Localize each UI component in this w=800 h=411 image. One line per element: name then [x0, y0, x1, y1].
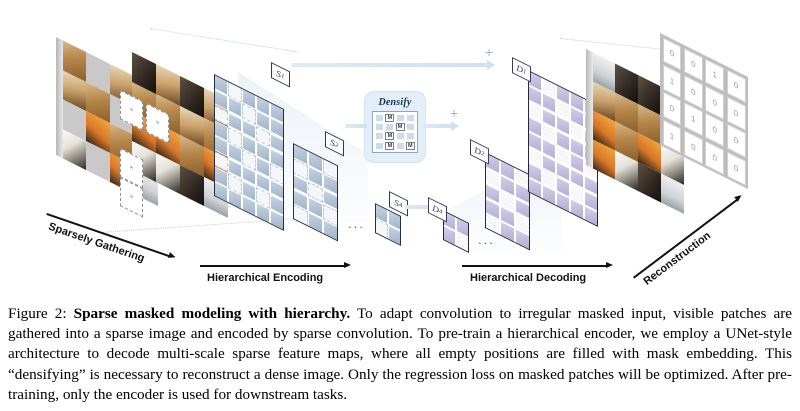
tag-sub: 1: [523, 67, 527, 76]
densify-feature-cell: [395, 141, 405, 150]
tag-sub: 4: [399, 200, 403, 210]
removed-patch-placeholder: ×: [146, 103, 169, 144]
tag-sub: 1: [281, 71, 285, 81]
densify-feature-cell: [395, 114, 405, 122]
skip-connection-arrow-1-head: [487, 60, 495, 70]
densify-feature-cell: [395, 132, 405, 141]
axis-reconstruction-label: Reconstruction: [641, 229, 714, 288]
densify-feature-cell: [385, 123, 395, 132]
tag-text: D: [432, 202, 440, 216]
densify-label: Densify: [378, 97, 412, 108]
caption-title: Sparse masked modeling with hierarchy.: [73, 305, 351, 322]
dense-feature-map-d2: [485, 152, 530, 251]
axis-hierarchical-encoding-label: Hierarchical Encoding: [207, 272, 324, 284]
tag-text: D: [474, 144, 482, 158]
removed-patch-placeholder: ×: [120, 90, 143, 131]
removed-patch-placeholder: ×: [120, 177, 143, 218]
figure-caption: Figure 2: Sparse masked modeling with hi…: [8, 304, 792, 405]
densify-mask-cell: M: [385, 132, 395, 141]
tag-sub: 4: [439, 207, 443, 216]
skip-plus-symbol-2: +: [450, 105, 459, 121]
axis-hierarchical-decoding-label: Hierarchical Decoding: [470, 272, 587, 284]
skip-plus-symbol-1: +: [485, 44, 494, 60]
caption-number: Figure 2:: [8, 305, 67, 322]
sparse-feature-map-s2: [293, 143, 338, 242]
reconstructed-image-side-face: [586, 49, 593, 169]
caption-body: To adapt convolution to irregular masked…: [8, 305, 792, 403]
densify-mask-cell: M: [385, 141, 395, 150]
densify-feature-cell: [375, 114, 385, 122]
densify-mask-cell: M: [385, 114, 395, 122]
tag-sub: 2: [335, 140, 339, 150]
skip-connection-arrow-3: [405, 205, 441, 209]
decoder-ellipsis: ...: [478, 232, 495, 247]
sparse-feature-map-s1: [214, 74, 284, 231]
masked-input-side-face: [56, 37, 63, 159]
densify-feature-cell: [375, 141, 385, 150]
skip-connection-arrow-2-head: [451, 121, 459, 131]
tag-text: D: [516, 62, 524, 76]
skip-connection-arrow-1: [292, 63, 488, 67]
perspective-guide-top-left: [149, 28, 299, 53]
densify-feature-cell: [405, 123, 415, 132]
densify-feature-cell: [375, 123, 385, 132]
removed-patch-placeholder: ×: [120, 148, 143, 189]
densify-input-stub: [345, 124, 367, 128]
densify-output-stub: [423, 124, 453, 128]
tag-sub: 2: [481, 149, 485, 158]
densify-feature-cell: [405, 114, 415, 122]
densify-mask-cell: M: [395, 123, 405, 132]
densify-feature-cell: [405, 132, 415, 141]
densify-mask-cell: M: [405, 141, 415, 150]
encoder-ellipsis: ...: [348, 216, 365, 231]
densify-feature-cell: [375, 132, 385, 141]
